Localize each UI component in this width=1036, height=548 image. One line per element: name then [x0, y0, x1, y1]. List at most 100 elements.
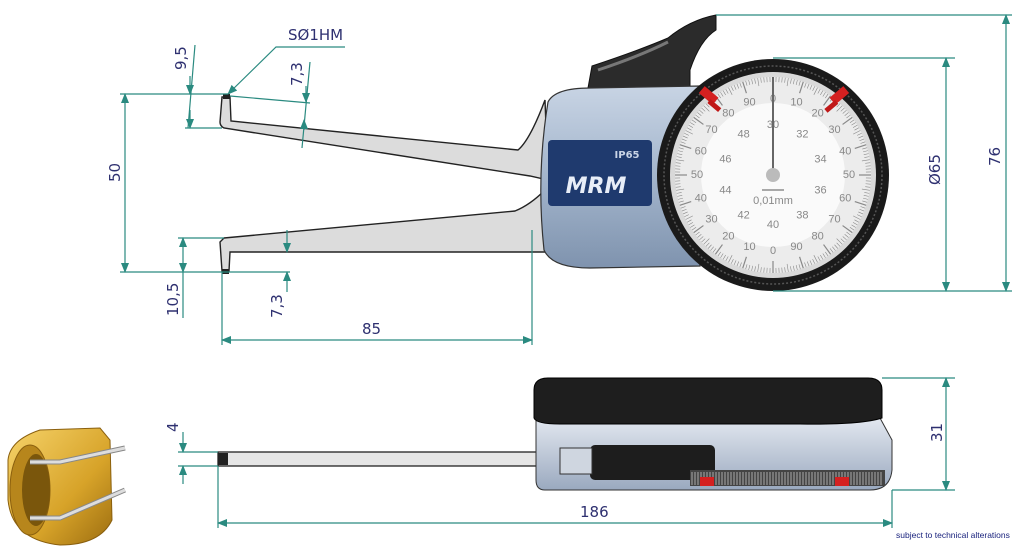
dial-outer-number: 50 [691, 169, 703, 181]
dial-tick [804, 82, 807, 88]
dial-outer-number: 10 [743, 241, 755, 253]
dial-tick [863, 194, 869, 197]
dial-tick [858, 211, 864, 215]
dial-tick [705, 242, 710, 247]
dial-tick [754, 78, 756, 84]
lower-arm-width-label: 7,3 [268, 294, 286, 318]
dial-tick [858, 135, 864, 139]
dial-tick [813, 255, 818, 263]
dial-tick [844, 112, 849, 116]
dial-tick [678, 147, 684, 150]
dial-tick [745, 80, 748, 86]
dial-tick [682, 135, 688, 139]
dial-tick [836, 103, 841, 108]
dial-tick [792, 79, 795, 85]
dial-tick [842, 225, 853, 234]
dial-tick [681, 138, 687, 142]
dial-tick [739, 82, 742, 88]
dial-tick [757, 78, 760, 87]
dial-tick [860, 206, 866, 209]
dial-tick [820, 90, 824, 96]
dial-tick [836, 238, 843, 245]
dial-outer-number: 90 [743, 97, 755, 109]
dial-tick [852, 222, 858, 226]
dial-tick [792, 265, 795, 271]
dial-tick [863, 150, 868, 153]
dial-tick [691, 119, 697, 123]
dial-tick [790, 78, 792, 84]
dial-tick [686, 219, 692, 223]
dial-tick [823, 244, 832, 255]
dial-outer-number: 50 [843, 169, 855, 181]
dial-outer-number: 20 [812, 107, 824, 119]
dial-tick [825, 251, 829, 257]
dial-tick [786, 78, 789, 87]
dial-tick [799, 81, 804, 94]
dial-inner-number: 34 [814, 153, 826, 165]
dial-tick [799, 256, 804, 269]
dial-tick [852, 124, 858, 128]
dial-outer-number: 0 [770, 245, 776, 257]
dial-tick [809, 260, 813, 266]
dial-outer-number: 80 [812, 230, 824, 242]
dial-tick [748, 80, 751, 85]
dial-tick [846, 114, 851, 119]
dial-tick [681, 208, 687, 212]
dial-tick [854, 219, 860, 223]
dial: 0102030405060708090010203040506070809030… [657, 59, 889, 291]
dial-outer-number: 90 [790, 241, 802, 253]
dial-tick [710, 246, 714, 251]
dial-tick [699, 236, 704, 241]
dial-tick [701, 238, 706, 243]
top-view: MRM IP65 0102030405060708090010203040506… [219, 14, 889, 291]
dial-tick [864, 192, 870, 194]
dial-tick [695, 231, 700, 236]
dial-tick [725, 256, 729, 262]
body-depth-label: 31 [928, 423, 946, 442]
dial-tick [695, 114, 700, 119]
upper-tip-offset-label: 9,5 [172, 46, 190, 70]
dial-tick [795, 265, 798, 270]
dial-tick [742, 81, 747, 94]
brand-logo: MRM [566, 174, 627, 199]
dial-inner-number: 38 [796, 209, 808, 221]
dial-tick [742, 256, 747, 269]
dial-tick [798, 264, 801, 270]
dial-tick [865, 162, 871, 164]
dial-tick [836, 105, 843, 112]
dial-tick [842, 116, 853, 125]
dial-tick [733, 260, 737, 266]
dial-tick [720, 92, 724, 97]
dial-tick [859, 208, 865, 212]
dial-tick [795, 80, 798, 85]
dial-tick [862, 200, 868, 203]
dial-tick [836, 242, 841, 247]
dial-tick [736, 83, 740, 89]
dial-outer-number: 80 [722, 107, 734, 119]
dial-tick [849, 227, 855, 231]
dial-tick [685, 215, 693, 220]
dial-tick [798, 80, 801, 86]
dial-tick [722, 254, 726, 260]
dial-tick [817, 88, 821, 94]
dial-tick [684, 133, 689, 136]
dial-tick [809, 84, 813, 90]
dial-tick [739, 262, 742, 268]
tolerance-marker-right [824, 86, 850, 113]
dial-tick [690, 224, 695, 228]
dial-tick [712, 248, 717, 253]
arm-thickness-label: 4 [164, 422, 182, 432]
upper-arm-width-label: 7,3 [288, 62, 306, 86]
dial-tick [862, 147, 868, 150]
brand-label [548, 140, 652, 206]
dial-tick [829, 248, 834, 253]
arm-length-label: 85 [362, 320, 381, 338]
dial-inner-number: 40 [767, 219, 779, 231]
dial-tick [690, 122, 695, 126]
footnote: subject to technical alterations [896, 530, 1010, 540]
tolerance-marker-left [698, 86, 722, 113]
dial-tick [842, 109, 847, 114]
dial-tick [849, 119, 855, 123]
dial-tick [676, 156, 682, 158]
dial-tick [806, 83, 810, 89]
